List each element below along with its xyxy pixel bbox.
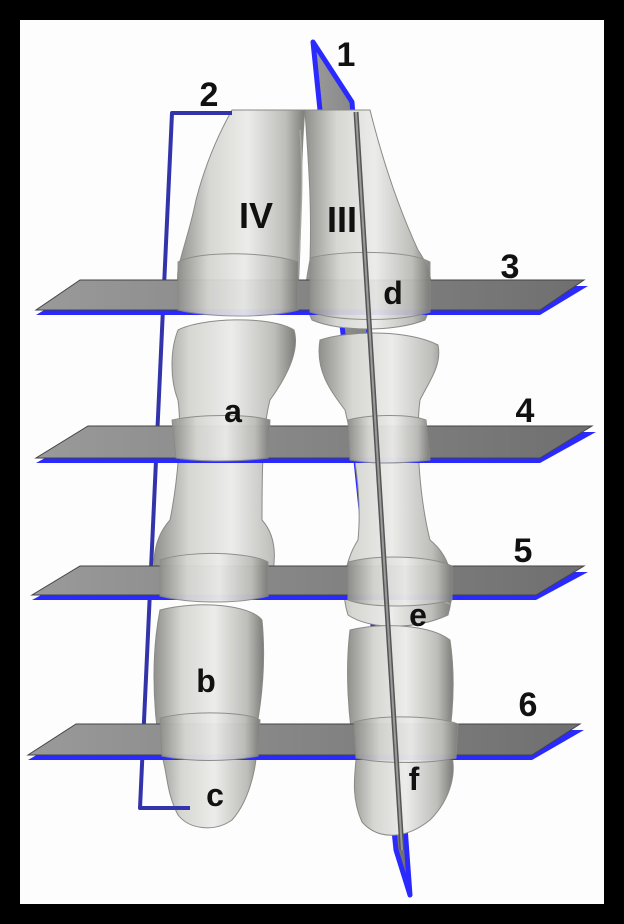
transverse-plane-4 <box>36 426 596 463</box>
transverse-plane-5 <box>32 566 588 600</box>
anatomy-diagram: 1 2 3 4 5 6 IV III a b c d e f <box>20 20 604 904</box>
plane-label-3: 3 <box>501 248 520 286</box>
plane-label-5: 5 <box>514 532 533 570</box>
digit-label-iv: IV <box>239 195 273 236</box>
plane-label-2: 2 <box>200 76 219 114</box>
plane-label-1: 1 <box>337 36 356 74</box>
transverse-plane-6 <box>28 724 584 760</box>
region-label-c: c <box>206 777 224 813</box>
region-label-b: b <box>196 663 216 699</box>
region-label-e: e <box>409 597 427 633</box>
plane-label-6: 6 <box>519 686 538 724</box>
region-label-a: a <box>224 393 242 429</box>
figure-panel: 1 2 3 4 5 6 IV III a b c d e f <box>20 20 604 904</box>
digit-label-iii: III <box>327 199 357 240</box>
region-label-d: d <box>383 275 403 311</box>
plane-label-4: 4 <box>516 392 535 430</box>
region-label-f: f <box>409 761 420 797</box>
